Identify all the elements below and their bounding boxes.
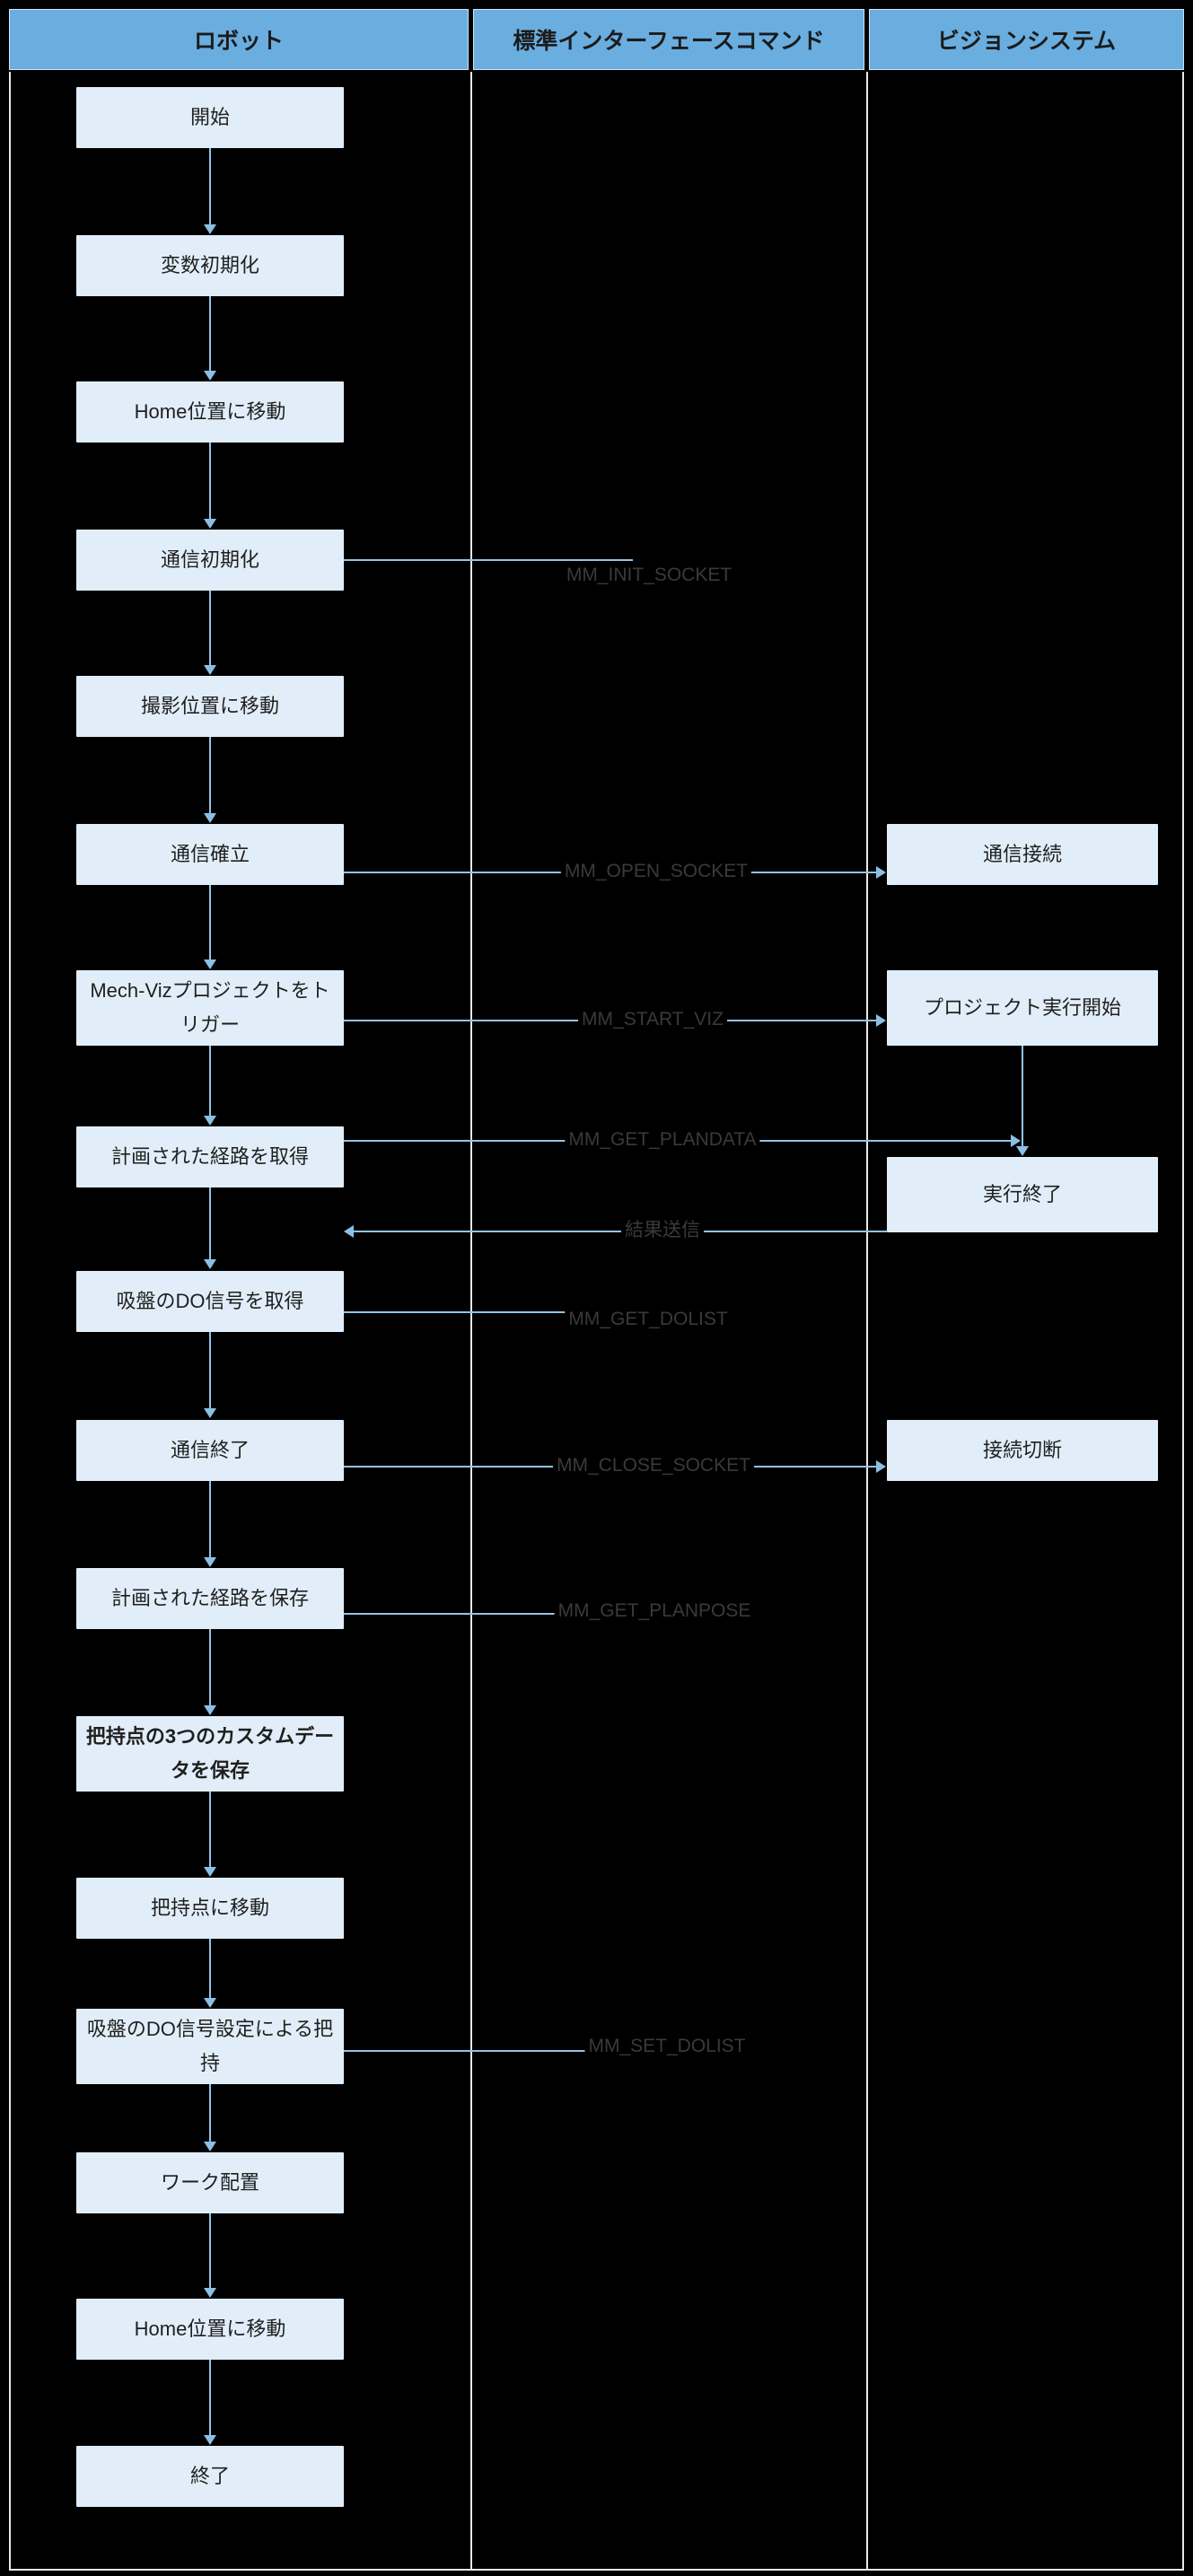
lane-divider-robot-command [470,72,472,2571]
arrowhead-get-do-signal [204,1259,216,1269]
edge-mm-get-dolist [344,1311,633,1313]
node-end[interactable]: 終了 [76,2446,344,2507]
node-init-vars[interactable]: 変数初期化 [76,235,344,296]
node-move-home-1[interactable]: Home位置に移動 [76,381,344,442]
edge-label-mm-get-dolist: MM_GET_DOLIST [565,1309,732,1330]
arrowhead-end [204,2435,216,2445]
node-pick-with-do[interactable]: 吸盤のDO信号設定による把持 [76,2009,344,2084]
node-close-comm[interactable]: 通信終了 [76,1420,344,1481]
edge-mm-set-dolist [344,2050,650,2052]
node-get-planned-path[interactable]: 計画された経路を取得 [76,1126,344,1187]
arrowhead-close-comm [204,1408,216,1418]
node-save-custom-data[interactable]: 把持点の3つのカスタムデータを保存 [76,1716,344,1792]
node-start[interactable]: 開始 [76,87,344,148]
arrowhead-move-capture [204,665,216,675]
node-save-planned-path[interactable]: 計画された経路を保存 [76,1568,344,1629]
arrowhead-send-result [344,1225,354,1238]
connector-move-pick-point-to-pick-with-do [209,1939,211,1999]
node-comm-disconnected[interactable]: 接続切断 [887,1420,1158,1481]
frame-left-border [9,72,11,2571]
node-move-pick-point[interactable]: 把持点に移動 [76,1878,344,1939]
edge-label-mm-get-plandata: MM_GET_PLANDATA [565,1129,760,1151]
arrowhead-init-vars [204,224,216,234]
connector-place-work-to-move-home-2 [209,2213,211,2289]
node-place-work[interactable]: ワーク配置 [76,2152,344,2213]
edge-label-mm-open-socket: MM_OPEN_SOCKET [560,861,752,882]
arrowhead-move-pick-point [204,1867,216,1877]
edge-mm-get-planpose [344,1613,633,1615]
arrowhead-mm-get-plandata [1011,1135,1021,1147]
arrowhead-mm-start-viz [876,1014,886,1027]
arrowhead-init-comm [204,519,216,529]
connector-save-custom-data-to-move-pick-point [209,1792,211,1868]
arrowhead-move-home-1 [204,371,216,381]
arrowhead-mm-close-socket [876,1460,886,1473]
node-move-capture[interactable]: 撮影位置に移動 [76,676,344,737]
arrowhead-save-custom-data [204,1705,216,1715]
node-project-started[interactable]: プロジェクト実行開始 [887,970,1158,1046]
connector-establish-comm-to-trigger-mechviz [209,885,211,960]
arrowhead-place-work [204,2142,216,2151]
edge-label-mm-close-socket: MM_CLOSE_SOCKET [553,1455,754,1476]
arrowhead-pick-with-do [204,1998,216,2008]
node-comm-connected[interactable]: 通信接続 [887,824,1158,885]
edge-mm-init-socket [344,559,633,561]
connector-close-comm-to-save-planned-path [209,1481,211,1558]
connector-get-do-signal-to-close-comm [209,1332,211,1409]
lane-header-command: 標準インターフェースコマンド [473,9,864,70]
node-move-home-2[interactable]: Home位置に移動 [76,2299,344,2360]
node-get-do-signal[interactable]: 吸盤のDO信号を取得 [76,1271,344,1332]
arrowhead-execution-done [1016,1146,1029,1156]
arrowhead-mm-open-socket [876,866,886,879]
node-execution-done[interactable]: 実行終了 [887,1157,1158,1232]
edge-label-mm-set-dolist: MM_SET_DOLIST [584,2036,750,2057]
connector-move-home-1-to-init-comm [209,442,211,520]
connector-pick-with-do-to-place-work [209,2084,211,2142]
connector-move-home-2-to-end [209,2360,211,2436]
arrowhead-establish-comm [204,813,216,823]
connector-init-comm-to-move-capture [209,591,211,666]
node-trigger-mechviz[interactable]: Mech-Vizプロジェクトをトリガー [76,970,344,1046]
edge-send-result [354,1231,887,1232]
edge-label-mm-init-socket: MM_INIT_SOCKET [562,565,736,586]
arrowhead-get-planned-path [204,1116,216,1126]
connector-move-capture-to-establish-comm [209,737,211,814]
lane-header-vision: ビジョンシステム [869,9,1184,70]
arrowhead-trigger-mechviz [204,959,216,969]
connector-project-started-to-execution-done [1022,1046,1023,1147]
edge-label-mm-start-viz: MM_START_VIZ [578,1009,727,1030]
connector-init-vars-to-move-home-1 [209,296,211,372]
node-establish-comm[interactable]: 通信確立 [76,824,344,885]
connector-get-planned-path-to-get-do-signal [209,1187,211,1260]
lane-divider-command-vision [866,72,868,2571]
node-init-comm[interactable]: 通信初期化 [76,530,344,591]
frame-right-border [1182,72,1184,2571]
edge-label-mm-get-planpose: MM_GET_PLANPOSE [554,1600,755,1622]
arrowhead-move-home-2 [204,2288,216,2298]
arrowhead-save-planned-path [204,1557,216,1567]
connector-start-to-init-vars [209,148,211,225]
edge-label-send-result: 結果送信 [621,1220,704,1241]
connector-trigger-mechviz-to-get-planned-path [209,1046,211,1117]
frame-bottom-border [9,2569,1184,2571]
connector-save-planned-path-to-save-custom-data [209,1629,211,1706]
lane-header-robot: ロボット [9,9,469,70]
